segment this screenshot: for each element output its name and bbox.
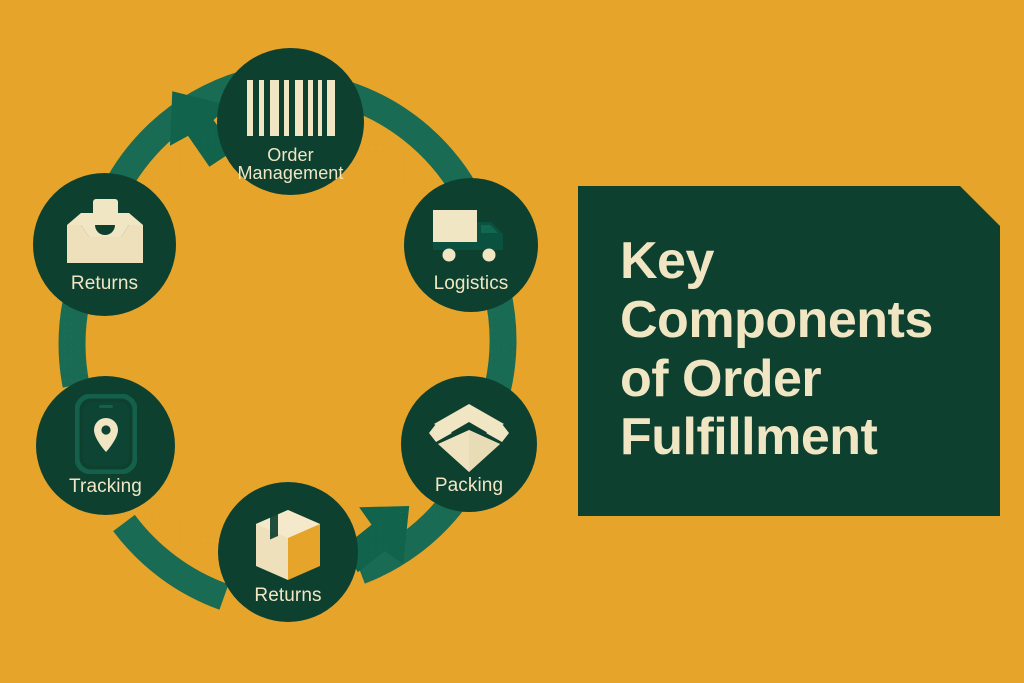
- inbox-tray-icon: [66, 199, 143, 263]
- cycle-node-label: Order Management: [237, 144, 344, 184]
- phone-location-pin-icon: [74, 394, 137, 474]
- cycle-node-label: Returns: [254, 585, 322, 607]
- ring-segment-packing-to-returns: [354, 494, 463, 584]
- cycle-node-label: Tracking: [69, 476, 142, 498]
- barcode-icon: [246, 80, 335, 136]
- cycle-node-order-management[interactable]: Order Management: [217, 48, 364, 195]
- page-title: Key Components of Order Fulfillment: [620, 232, 933, 467]
- cycle-node-packing[interactable]: Packing: [401, 376, 537, 512]
- cycle-node-label: Returns: [70, 273, 139, 295]
- delivery-truck-icon: [433, 210, 503, 262]
- open-box-icon: [429, 404, 509, 472]
- cycle-node-label: Logistics: [433, 273, 509, 295]
- cycle-node-tracking[interactable]: Tracking: [36, 376, 175, 515]
- package-box-icon: [256, 510, 320, 580]
- cycle-node-returns-bottom[interactable]: Returns: [218, 482, 358, 622]
- title-panel: Key Components of Order Fulfillment: [578, 186, 1000, 516]
- cycle-node-label: Packing: [434, 475, 504, 497]
- cycle-node-returns-left[interactable]: Returns: [33, 173, 176, 316]
- order-fulfillment-cycle-diagram: Order Management Logistics: [33, 48, 538, 622]
- cycle-node-logistics[interactable]: Logistics: [404, 178, 538, 312]
- ring-segment-returns-to-tracking: [113, 514, 229, 610]
